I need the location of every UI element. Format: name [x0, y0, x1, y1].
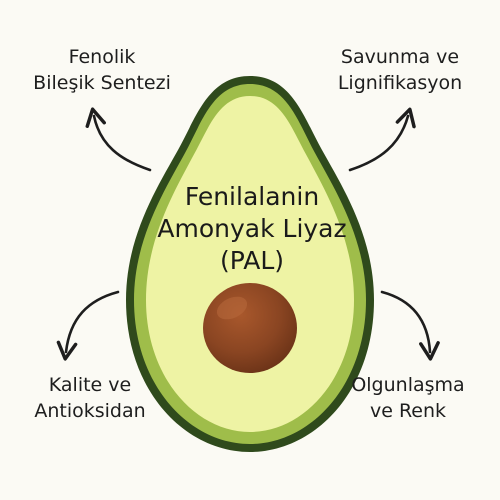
effect-label-line: Bileşik Sentezi [33, 72, 171, 94]
avocado-flesh [146, 96, 354, 432]
effect-label-ripening-color: Olgunlaşma ve Renk [316, 372, 500, 424]
arrow-top-right [348, 107, 416, 172]
effect-label-line: ve Renk [369, 400, 447, 422]
arrow-bottom-left [56, 290, 120, 361]
arrow-top-left [85, 107, 152, 172]
enzyme-title: Fenilalanin Amonyak Liyaz (PAL) [136, 181, 368, 277]
enzyme-title-line: (PAL) [219, 246, 284, 275]
effect-label-line: Kalite ve [48, 374, 132, 396]
effect-label-line: Fenolik [68, 46, 136, 68]
effect-label-line: Olgunlaşma [351, 374, 465, 396]
effect-label-quality-antioxidant: Kalite ve Antioksidan [0, 372, 180, 424]
enzyme-title-line: Fenilalanin [184, 182, 320, 211]
enzyme-title-line: Amonyak Liyaz [157, 214, 347, 243]
effect-label-defense-lignification: Savunma ve Lignifikasyon [306, 44, 494, 96]
seed-highlight [216, 296, 248, 320]
effect-label-line: Antioksidan [34, 400, 146, 422]
avocado-seed [203, 283, 297, 373]
arrow-bottom-right [380, 290, 440, 361]
effect-label-line: Savunma ve [340, 46, 460, 68]
effect-label-line: Lignifikasyon [337, 72, 463, 94]
effect-label-phenolic-synthesis: Fenolik Bileşik Sentezi [8, 44, 196, 96]
